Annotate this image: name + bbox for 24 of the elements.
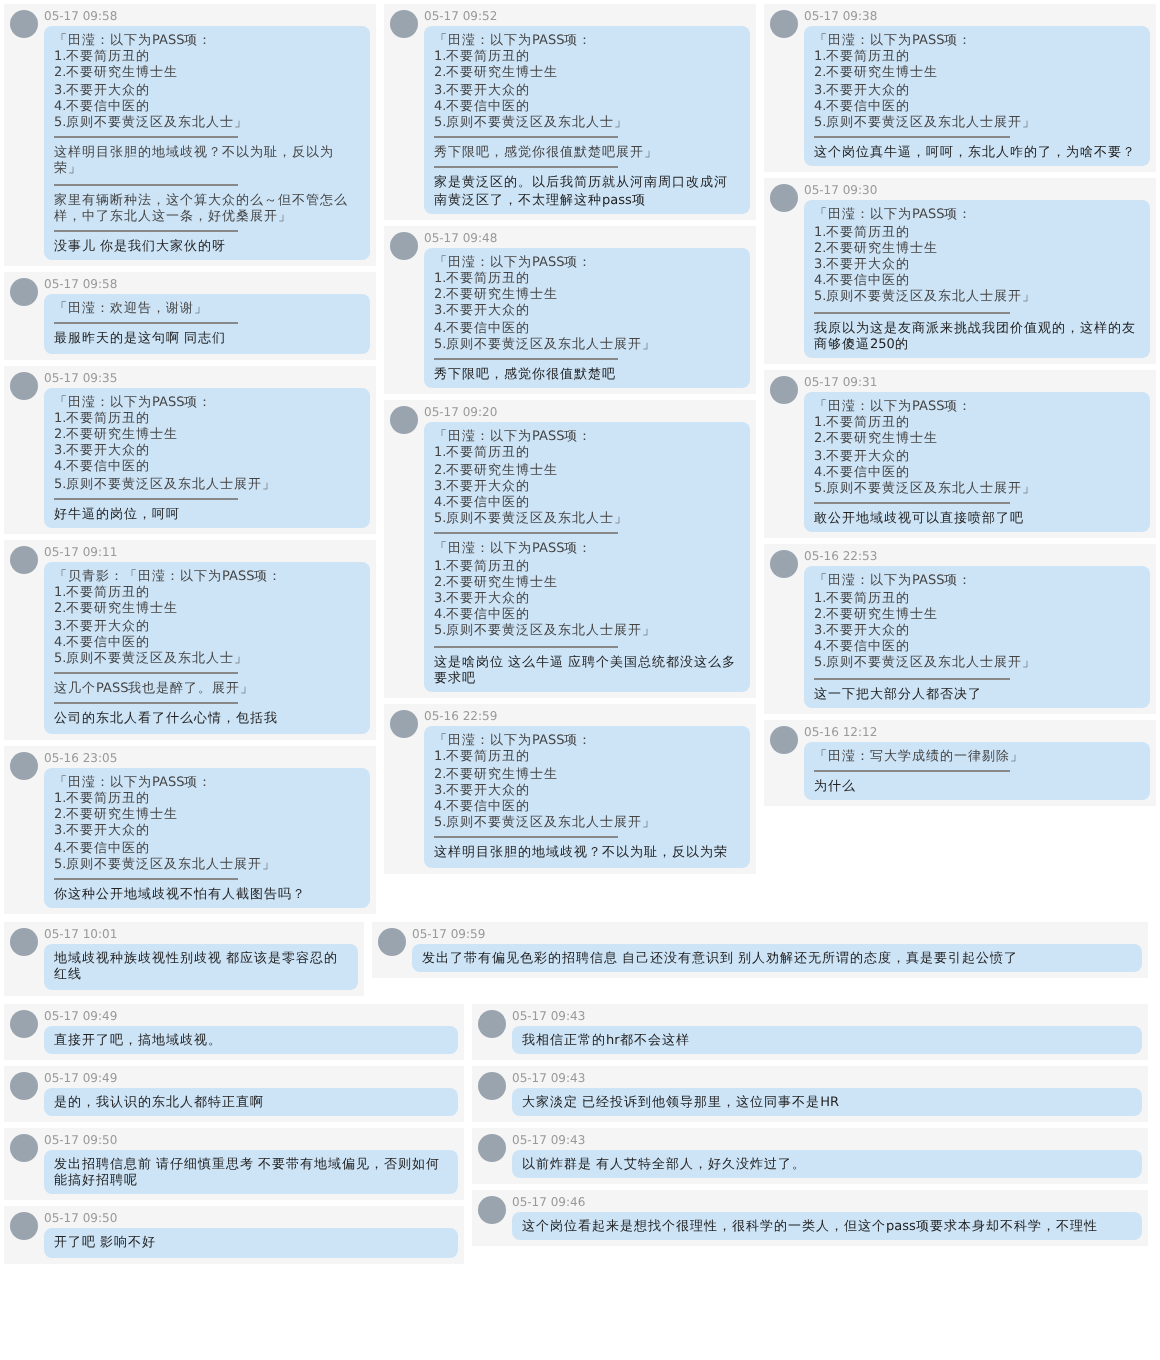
comment-card	[764, 178, 1156, 365]
comment-card	[4, 745, 376, 915]
comment-card	[4, 365, 376, 535]
comment-card	[384, 4, 756, 220]
comment-card	[4, 1065, 464, 1122]
comment-card	[472, 1190, 1148, 1247]
comment-card	[4, 922, 364, 996]
comment-card	[4, 4, 376, 267]
comment-card	[384, 225, 756, 395]
comment-card	[472, 1065, 1148, 1122]
comment-card	[4, 1206, 464, 1264]
comment-card	[764, 4, 1156, 173]
comment-card	[764, 370, 1156, 539]
comment-card	[472, 1003, 1148, 1060]
comment-card	[384, 704, 756, 874]
comment-card	[764, 544, 1156, 714]
comment-card	[4, 1127, 464, 1201]
comment-card	[4, 1003, 464, 1060]
comment-card	[4, 272, 376, 360]
comment-card	[384, 400, 756, 699]
comment-card	[764, 719, 1156, 807]
comment-card	[372, 922, 1148, 979]
comment-card	[472, 1127, 1148, 1185]
comment-card	[4, 540, 376, 740]
